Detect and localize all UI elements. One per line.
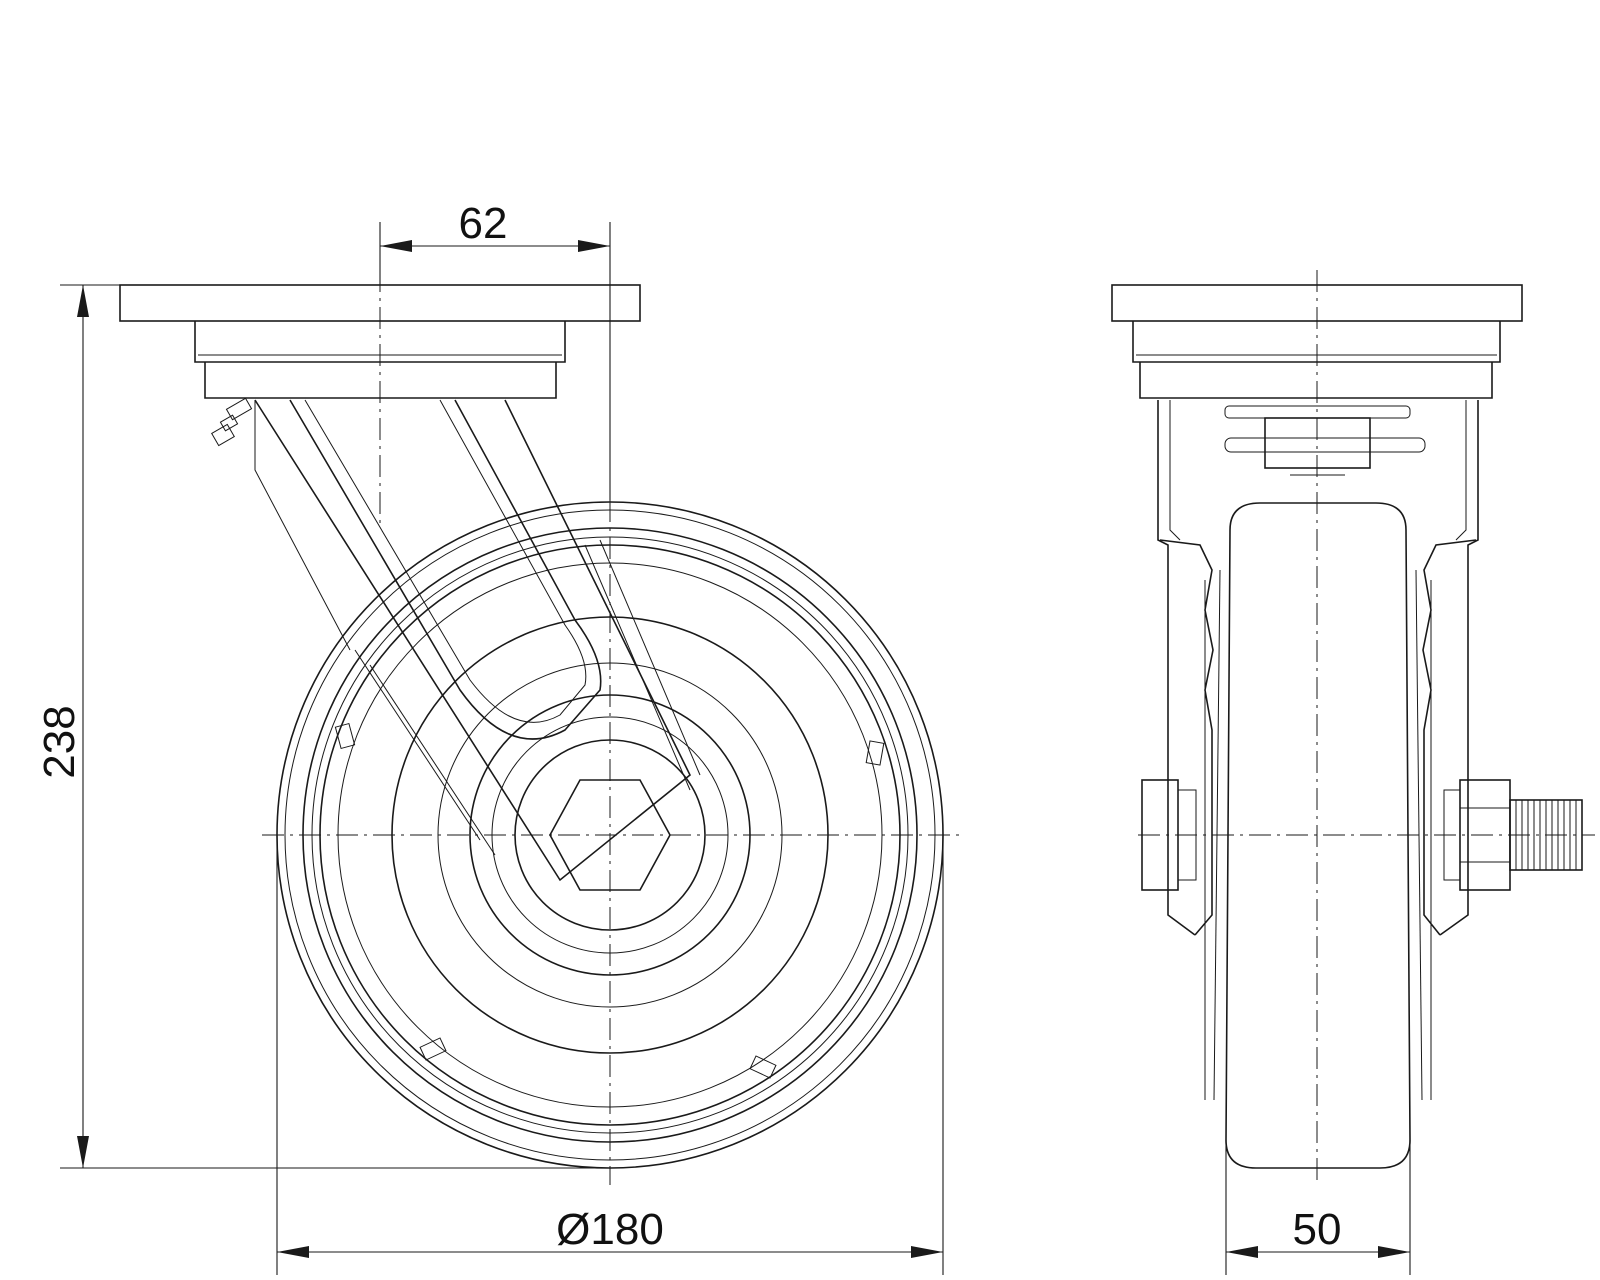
dimension-diameter: Ø180 (276, 835, 944, 1275)
diameter-label: Ø180 (556, 1205, 664, 1254)
end-view (1111, 270, 1595, 1185)
dimension-width: 50 (1225, 1140, 1411, 1275)
offset-label: 62 (459, 199, 508, 248)
side-view (119, 270, 960, 1185)
king-pin-nut (1224, 405, 1426, 476)
rim-marks (334, 722, 885, 1079)
dimension-offset: 62 (379, 199, 611, 500)
height-label: 238 (35, 705, 84, 778)
dimension-height: 238 (35, 284, 610, 1169)
swivel-fork (254, 399, 701, 882)
width-label: 50 (1293, 1205, 1342, 1254)
grease-nipple-icon (211, 397, 253, 447)
end-fork-legs (1157, 400, 1479, 936)
